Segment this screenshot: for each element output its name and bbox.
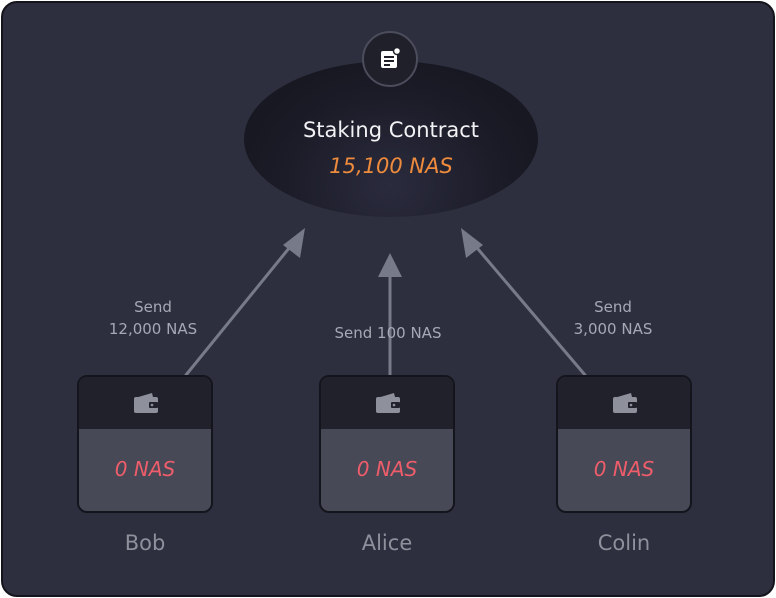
- wallet-balance: 0 NAS: [593, 457, 655, 481]
- contract-title: Staking Contract: [302, 118, 480, 142]
- transfer-label-line: 3,000 NAS: [573, 320, 653, 338]
- wallet-owner-alice: Alice: [361, 531, 413, 555]
- wallet-header: [79, 377, 211, 429]
- wallet-icon: [613, 393, 637, 413]
- transfer-label-colin: Send 3,000 NAS: [553, 296, 673, 340]
- transfer-label-alice: Send 100 NAS: [318, 322, 458, 344]
- wallet-icon: [376, 393, 400, 413]
- wallet-balance: 0 NAS: [356, 457, 418, 481]
- arrowhead-colin: [461, 228, 483, 258]
- arrow-colin-to-contract: [470, 240, 587, 377]
- arrow-bob-to-contract: [184, 240, 296, 377]
- contract-document-icon: [362, 31, 418, 87]
- transfer-label-line: 12,000 NAS: [108, 320, 198, 338]
- wallet-card-colin: 0 NAS: [556, 375, 692, 513]
- transfer-label-line: Send: [594, 298, 632, 316]
- wallet-balance: 0 NAS: [114, 457, 176, 481]
- wallet-owner-colin: Colin: [597, 531, 651, 555]
- wallet-card-alice: 0 NAS: [319, 375, 455, 513]
- contract-amount: 15,100 NAS: [329, 154, 453, 178]
- arrowhead-alice: [378, 253, 402, 277]
- transfer-label-bob: Send 12,000 NAS: [93, 296, 213, 340]
- wallet-owner-bob: Bob: [124, 531, 166, 555]
- wallet-header: [321, 377, 453, 429]
- transfer-label-line: Send: [134, 298, 172, 316]
- wallet-icon: [134, 393, 158, 413]
- wallet-card-bob: 0 NAS: [77, 375, 213, 513]
- wallet-header: [558, 377, 690, 429]
- arrowhead-bob: [283, 228, 305, 258]
- transfer-label-line: Send 100 NAS: [334, 324, 442, 342]
- staking-contract-node: [244, 61, 538, 217]
